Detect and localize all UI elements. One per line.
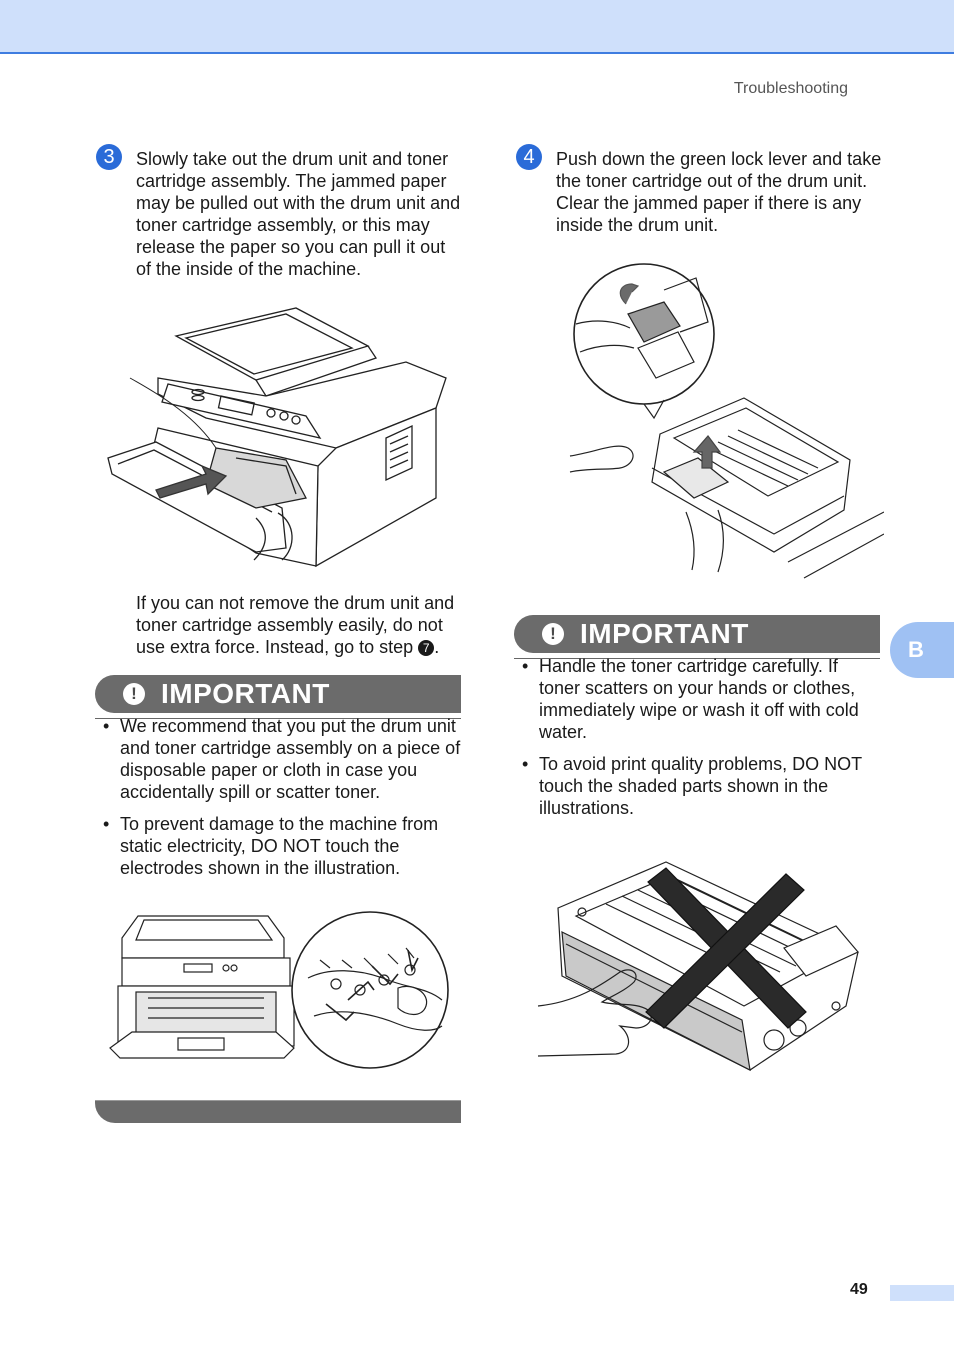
important-list-left: We recommend that you put the drum unit …	[95, 715, 461, 889]
important-end-bar-left	[95, 1100, 461, 1123]
footer-band	[890, 1285, 954, 1301]
removal-note-text: If you can not remove the drum unit and …	[136, 593, 455, 657]
top-header-band	[0, 0, 954, 54]
step-badge-3: 3	[96, 144, 122, 170]
section-title: Troubleshooting	[733, 80, 848, 97]
removal-note-end: .	[434, 637, 440, 657]
list-item: To prevent damage to the machine from st…	[95, 813, 461, 879]
exclamation-icon: !	[123, 683, 145, 705]
step-3-text: Slowly take out the drum unit and toner …	[136, 149, 461, 279]
curved-arrow-icon	[619, 283, 640, 305]
lock-lever-illustration	[568, 262, 885, 580]
up-arrow-icon	[692, 435, 722, 469]
list-item: We recommend that you put the drum unit …	[95, 715, 461, 803]
step-7-reference: 7	[418, 640, 435, 656]
step-4-text: Push down the green lock lever and take …	[556, 149, 882, 235]
chapter-tab[interactable]: B	[890, 622, 954, 678]
exclamation-icon: !	[542, 623, 564, 645]
printer-drum-removal-illustration	[106, 298, 452, 574]
pull-arrow-icon	[155, 464, 228, 499]
removal-note: If you can not remove the drum unit and …	[136, 592, 462, 658]
important-title-right: IMPORTANT	[580, 618, 749, 649]
step-badge-4: 4	[516, 144, 542, 170]
page-number: 49	[850, 1281, 868, 1298]
important-header-left: ! IMPORTANT	[95, 675, 461, 713]
list-item: Handle the toner cartridge carefully. If…	[514, 655, 880, 743]
electrodes-illustration	[108, 908, 450, 1074]
list-item: To avoid print quality problems, DO NOT …	[514, 753, 880, 819]
important-title-left: IMPORTANT	[161, 678, 330, 709]
important-list-right: Handle the toner cartridge carefully. If…	[514, 655, 880, 829]
important-header-right: ! IMPORTANT	[514, 615, 880, 653]
toner-cartridge-shaded-parts-illustration	[536, 856, 862, 1076]
